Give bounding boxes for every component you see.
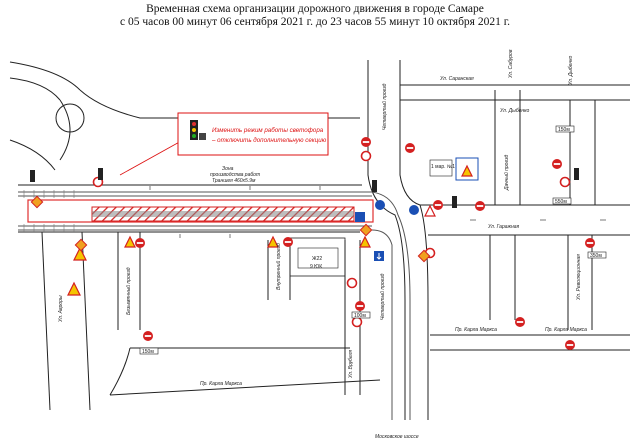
building-inner: [297, 247, 339, 269]
traffic-light-icon: [452, 196, 457, 208]
no-entry-sign-icon: [355, 301, 365, 311]
street-dybenko-top: Ул. Дыбенко: [568, 55, 574, 85]
detour-sign-icon: [74, 238, 88, 252]
traffic-light-icon: [30, 170, 35, 182]
detour-signs: [30, 195, 431, 263]
street-karla-marksa-3: Пр. Карла Маркса: [200, 381, 242, 387]
traffic-light-icon: [372, 180, 377, 192]
road-network: [9, 60, 630, 420]
warning-sign-icon: [461, 164, 473, 177]
distance-plate-5: 150м: [558, 127, 570, 133]
building-sub-label: 9 ЮК: [310, 264, 322, 270]
no-entry-sign-icon: [565, 340, 575, 350]
bus-stop-box: [429, 159, 453, 177]
map-title-line2: с 05 часов 00 минут 06 сентября 2021 г. …: [119, 16, 511, 28]
traffic-light-icon: [98, 168, 103, 180]
restriction-signs: [92, 150, 571, 328]
street-garazhnaya: Ул. Гаражная: [488, 224, 519, 230]
restriction-sign-icon: [559, 176, 571, 188]
roadwork-sign-icon: [67, 281, 81, 296]
street-vrubelya: Ул. Врубеля: [348, 350, 354, 378]
no-entry-sign-icon: [361, 137, 371, 147]
traffic-light-icon: [574, 168, 579, 180]
direction-signs: [355, 200, 419, 261]
roadwork-warning-signs: [67, 204, 436, 296]
give-way-sign-icon: [424, 204, 436, 217]
restriction-sign-icon: [360, 150, 372, 162]
road-markings: [149, 186, 606, 238]
no-entry-sign-icon: [405, 143, 415, 153]
no-entry-sign-icon: [552, 159, 562, 169]
street-chetvertyi-bottom: Четвертый проезд: [379, 273, 386, 320]
traffic-light-icon: [190, 120, 206, 140]
distance-plate-2: 100м: [354, 313, 366, 319]
no-entry-sign-icon: [585, 238, 595, 248]
roadwork-sign-icon: [124, 235, 136, 248]
callout-text-line2: – отключить дополнительную секцию: [211, 137, 327, 144]
street-dybenko-mid: Ул. Дыбенко: [500, 108, 530, 114]
map-title-line1: Временная схема организации дорожного дв…: [146, 3, 484, 15]
mandatory-direction-sign-icon: [409, 205, 419, 215]
info-sign-icon: [355, 212, 365, 222]
mandatory-direction-sign-icon: [375, 200, 385, 210]
zone-label-line1: Зона: [222, 166, 234, 172]
no-entry-sign-icon: [143, 331, 153, 341]
no-entry-sign-icon: [135, 238, 145, 248]
distance-plate-3: 350м: [590, 253, 602, 259]
street-saranskaya: Ул. Саранская: [440, 76, 474, 82]
traffic-lights: [30, 168, 579, 208]
street-karla-marksa-2: Пр. Карла Маркса: [545, 327, 587, 333]
street-moskovskoe: Московское шоссе: [375, 434, 419, 440]
tram-track: [18, 190, 411, 420]
roadwork-sign-icon: [359, 235, 371, 248]
distance-plate-1: 150м: [142, 349, 154, 355]
street-dachnyi: Дачный проезд: [503, 155, 510, 191]
building-label: Ж22: [312, 256, 322, 262]
no-entry-sign-icon: [283, 237, 293, 247]
callout-text-line1: Изменить режим работы светофора: [212, 127, 324, 134]
distance-plate-4: 550м: [555, 199, 567, 205]
distance-plates: 150м 100м 350м 550м 150м: [139, 125, 607, 355]
detour-sign-icon: [359, 223, 373, 237]
street-bezymyannyi: Безымянный проезд: [125, 267, 132, 315]
street-revolyutsionnaya: Ул. Революционная: [576, 254, 582, 300]
works-zone-barrier: [27, 199, 374, 223]
trench: [92, 211, 354, 217]
no-entry-signs: [135, 137, 595, 350]
no-entry-sign-icon: [515, 317, 525, 327]
zone-label-line3: Траншея 460х5.9м: [212, 178, 256, 184]
roadwork-sign-icon: [267, 235, 279, 248]
street-label-vertical: Ул. Сабуров: [508, 49, 514, 78]
street-chetvertyi-top: Четвертый проезд: [381, 83, 388, 130]
street-karla-marksa-1: Пр. Карла Маркса: [455, 327, 497, 333]
restriction-sign-icon: [346, 277, 358, 289]
roundabout-island: [55, 103, 85, 133]
bus-stop-label: 1 мар. №17а: [431, 164, 461, 170]
detour-sign-icon: [417, 249, 431, 263]
roadwork-sign-icon: [73, 246, 87, 261]
zone-label-line2: производства работ: [210, 172, 260, 178]
detour-sign-icon: [30, 195, 44, 209]
street-avrory: Ул. Авроры: [58, 295, 64, 322]
street-vnutrenniy: Внутренний проезд: [275, 243, 282, 290]
building-outline: [289, 237, 346, 277]
no-entry-sign-icon: [433, 200, 443, 210]
no-entry-sign-icon: [475, 201, 485, 211]
